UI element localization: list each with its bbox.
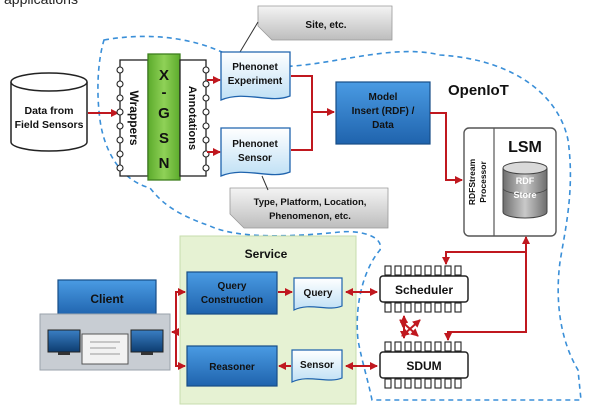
scheduler-label: Scheduler xyxy=(395,283,453,297)
openiot-boundary xyxy=(97,35,582,401)
arrow-experiment-to-model xyxy=(291,75,335,116)
model-insert-label-1: Model xyxy=(369,92,398,103)
lsm-title: LSM xyxy=(508,139,542,156)
sensor-note: Type, Platform, Location, Phenomenon, et… xyxy=(229,187,389,229)
query-construction-label-2: Construction xyxy=(201,295,263,306)
phenonet-experiment-label-1: Phenonet xyxy=(232,62,278,73)
rdfstream-processor-label-1: RDFStream xyxy=(467,158,477,205)
sdum-label: SDUM xyxy=(406,359,441,373)
lsm-block: RDFStream Processor LSM RDF Store xyxy=(463,127,557,237)
phenonet-sensor-label-2: Sensor xyxy=(238,153,272,164)
rdf-store-cylinder: RDF Store xyxy=(502,161,548,219)
sdum-box: SDUM xyxy=(379,341,469,389)
annotations-label: Annotations xyxy=(186,86,198,150)
service-title: Service xyxy=(245,247,288,261)
query-doc: Query xyxy=(293,277,343,311)
arrow-client-to-qc xyxy=(171,288,186,336)
query-construction-label-1: Query xyxy=(218,281,247,292)
arrow-sensor-to-model xyxy=(291,112,313,151)
rdf-store-label-2: Store xyxy=(513,190,536,200)
query-doc-label: Query xyxy=(304,288,333,299)
xgsn-letter-dash: - xyxy=(162,84,167,101)
sensor-note-text-2: Phenomenon, etc. xyxy=(269,211,351,222)
model-insert-label-3: Data xyxy=(372,120,394,131)
xgsn-letter-g: G xyxy=(158,105,170,122)
reasoner-box: Reasoner xyxy=(186,345,278,387)
sensor-doc-label: Sensor xyxy=(300,360,334,371)
site-note: Site, etc. xyxy=(257,5,393,41)
model-insert-label-2: Insert (RDF) / xyxy=(352,106,415,117)
arrow-scheduler-sdum-3 xyxy=(401,319,421,337)
field-sensors-cylinder: Data from Field Sensors xyxy=(10,72,88,152)
xgsn-block: Wrappers X - G S N Annotations xyxy=(116,53,210,181)
model-insert-box: Model Insert (RDF) / Data xyxy=(335,81,431,145)
xgsn-letter-s: S xyxy=(159,130,169,147)
site-note-text: Site, etc. xyxy=(305,20,346,31)
site-note-connector xyxy=(239,21,259,53)
sensor-note-connector xyxy=(261,175,269,191)
reasoner-label: Reasoner xyxy=(209,362,255,373)
sensor-doc: Sensor xyxy=(291,349,343,383)
field-sensors-label-2: Field Sensors xyxy=(15,119,84,131)
arrow-lsm-to-scheduler xyxy=(442,236,530,265)
client-computers-icon xyxy=(39,313,171,371)
scheduler-box: Scheduler xyxy=(379,265,469,313)
phenonet-sensor-label-1: Phenonet xyxy=(232,139,278,150)
client-box: Client xyxy=(57,279,157,317)
query-construction-box: Query Construction xyxy=(186,271,278,315)
xgsn-letter-x: X xyxy=(159,67,169,84)
xgsn-letter-n: N xyxy=(159,155,170,172)
arrow-client-to-reasoner xyxy=(175,332,186,370)
openiot-label: OpenIoT xyxy=(448,82,509,99)
phenonet-experiment-label-2: Experiment xyxy=(228,76,283,87)
arrow-model-to-lsm xyxy=(430,112,463,184)
rdfstream-processor-label-2: Processor xyxy=(478,161,488,203)
arrow-scheduler-sdum-2 xyxy=(399,319,419,337)
arrow-lsm-to-sdum xyxy=(444,252,527,341)
client-label: Client xyxy=(90,292,123,306)
phenonet-sensor-doc: Phenonet Sensor xyxy=(220,127,291,177)
wrappers-label: Wrappers xyxy=(127,90,141,145)
sensor-note-text-1: Type, Platform, Location, xyxy=(254,197,367,208)
header-partial-text: applications xyxy=(4,0,78,7)
phenonet-experiment-doc: Phenonet Experiment xyxy=(220,51,291,101)
rdf-store-label-1: RDF xyxy=(516,176,535,186)
field-sensors-label-1: Data from xyxy=(24,105,73,117)
